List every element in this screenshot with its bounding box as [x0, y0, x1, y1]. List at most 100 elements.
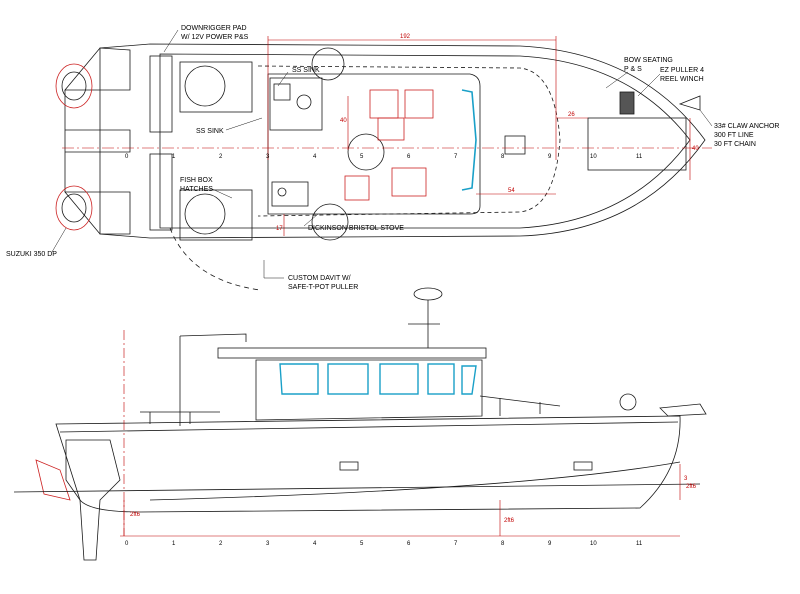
- label-ez-puller-2: REEL WINCH: [660, 76, 704, 83]
- seat-1: [369, 89, 399, 119]
- fish-box-bottom: [179, 189, 253, 241]
- plan-station-11: 11: [636, 154, 643, 160]
- plan-station-1: 1: [172, 154, 176, 160]
- leader-suzuki: [51, 227, 67, 253]
- bow-rail: [479, 395, 561, 416]
- profile-dim-3: 3: [684, 476, 688, 482]
- cabin-windows: [279, 363, 477, 395]
- hatch-top: [184, 65, 226, 107]
- profile-dimensions: [120, 330, 681, 537]
- profile-station-9: 9: [548, 541, 552, 547]
- fish-box-top: [179, 61, 253, 113]
- plan-view: [55, 43, 706, 291]
- helm-circle: [347, 133, 385, 171]
- profile-station-1: 1: [172, 541, 176, 547]
- seats: [344, 89, 434, 201]
- cabin-outline: [267, 73, 481, 215]
- label-stove: DICKINSON BRISTOL STOVE: [308, 225, 404, 232]
- profile-sheer: [59, 421, 679, 433]
- waterline: [13, 483, 701, 493]
- plan-station-6: 6: [407, 154, 411, 160]
- plan-station-5: 5: [360, 154, 364, 160]
- cleat-1: [339, 461, 359, 471]
- profile-cabin: [255, 359, 483, 421]
- profile-station-8: 8: [501, 541, 505, 547]
- label-anchor: 33# CLAW ANCHOR: [714, 123, 779, 130]
- leader-sink-2: [225, 117, 263, 131]
- label-downrigger-2: W/ 12V POWER P&S: [181, 34, 249, 41]
- plan-stations: 0 1 2 3 4 5 6 7 8 9 10 11: [125, 154, 643, 160]
- cabin-roof: [217, 347, 487, 359]
- plan-station-10: 10: [590, 154, 597, 160]
- leader-ez-puller: [637, 73, 661, 97]
- profile-outboard: [35, 439, 121, 561]
- windshield: [461, 89, 477, 191]
- profile-chine: [149, 461, 681, 501]
- label-anchor-3: 30 FT CHAIN: [714, 141, 756, 148]
- leader-bow-seating: [605, 71, 629, 89]
- leader-stove: [303, 213, 319, 227]
- stern-rail: [140, 411, 220, 424]
- cleat-2: [573, 461, 593, 471]
- dim-40b: 40: [692, 146, 699, 152]
- plan-station-2: 2: [219, 154, 223, 160]
- profile-view: [13, 287, 707, 561]
- cabin-roof-dash: [257, 65, 561, 217]
- galley: [271, 181, 309, 207]
- label-fish-box-2: HATCHES: [180, 186, 213, 193]
- label-ez-puller: EZ PULLER 4: [660, 67, 704, 74]
- console: [504, 135, 526, 155]
- label-bow-seating-2: P & S: [624, 66, 642, 73]
- plan-station-9: 9: [548, 154, 552, 160]
- profile-dim-mid-label: 2ft6: [504, 518, 515, 524]
- dim-26: 26: [568, 112, 575, 118]
- stern-sponson-bottom: [64, 191, 131, 235]
- profile-station-5: 5: [360, 541, 364, 547]
- davit-arc: [169, 227, 261, 291]
- dim-192: 192: [400, 34, 411, 40]
- profile-anchor: [659, 403, 707, 417]
- profile-stations: 0 1 2 3 4 5 6 7 8 9 10 11: [125, 541, 643, 547]
- seat-4: [344, 175, 370, 201]
- label-davit-2: SAFE-T-POT PULLER: [288, 284, 358, 291]
- radome: [413, 287, 443, 301]
- stern-sponson-top: [64, 47, 131, 91]
- seat-3: [391, 167, 427, 197]
- leader-davit: [263, 260, 284, 279]
- profile-station-3: 3: [266, 541, 270, 547]
- transom-box-top: [149, 55, 173, 133]
- dim-40a: 40: [340, 118, 347, 124]
- seat-5: [377, 117, 405, 141]
- toilet: [296, 94, 312, 110]
- dim-54: 54: [508, 188, 515, 194]
- label-anchor-2: 300 FT LINE: [714, 132, 754, 139]
- label-ss-sink-1: SS SINK: [292, 67, 320, 74]
- label-bow-seating: BOW SEATING: [624, 57, 673, 64]
- davit-arm: [179, 333, 247, 342]
- label-suzuki: SUZUKI 350 DP: [6, 251, 57, 258]
- anchor-locker: [587, 117, 687, 171]
- label-ss-sink-2: SS SINK: [196, 128, 224, 135]
- leader-downrigger: [163, 29, 179, 53]
- plan-station-3: 3: [266, 154, 270, 160]
- label-davit: CUSTOM DAVIT W/: [288, 275, 351, 282]
- plan-station-8: 8: [501, 154, 505, 160]
- window-5: [461, 365, 477, 395]
- sink-lower: [277, 187, 287, 197]
- outboard-top: [55, 63, 93, 109]
- window-4: [427, 363, 455, 395]
- plan-station-4: 4: [313, 154, 317, 160]
- profile-hull: [55, 415, 681, 513]
- profile-dim-2ft6: 2ft6: [130, 512, 141, 518]
- profile-station-2: 2: [219, 541, 223, 547]
- hull-outline: [99, 43, 706, 239]
- stove-circle: [311, 203, 349, 241]
- sink-top: [273, 83, 291, 101]
- profile-station-10: 10: [590, 541, 597, 547]
- plan-callouts: [51, 29, 713, 279]
- label-fish-box: FISH BOX: [180, 177, 213, 184]
- label-downrigger: DOWNRIGGER PAD: [181, 25, 247, 32]
- transom-box-bottom: [149, 153, 173, 231]
